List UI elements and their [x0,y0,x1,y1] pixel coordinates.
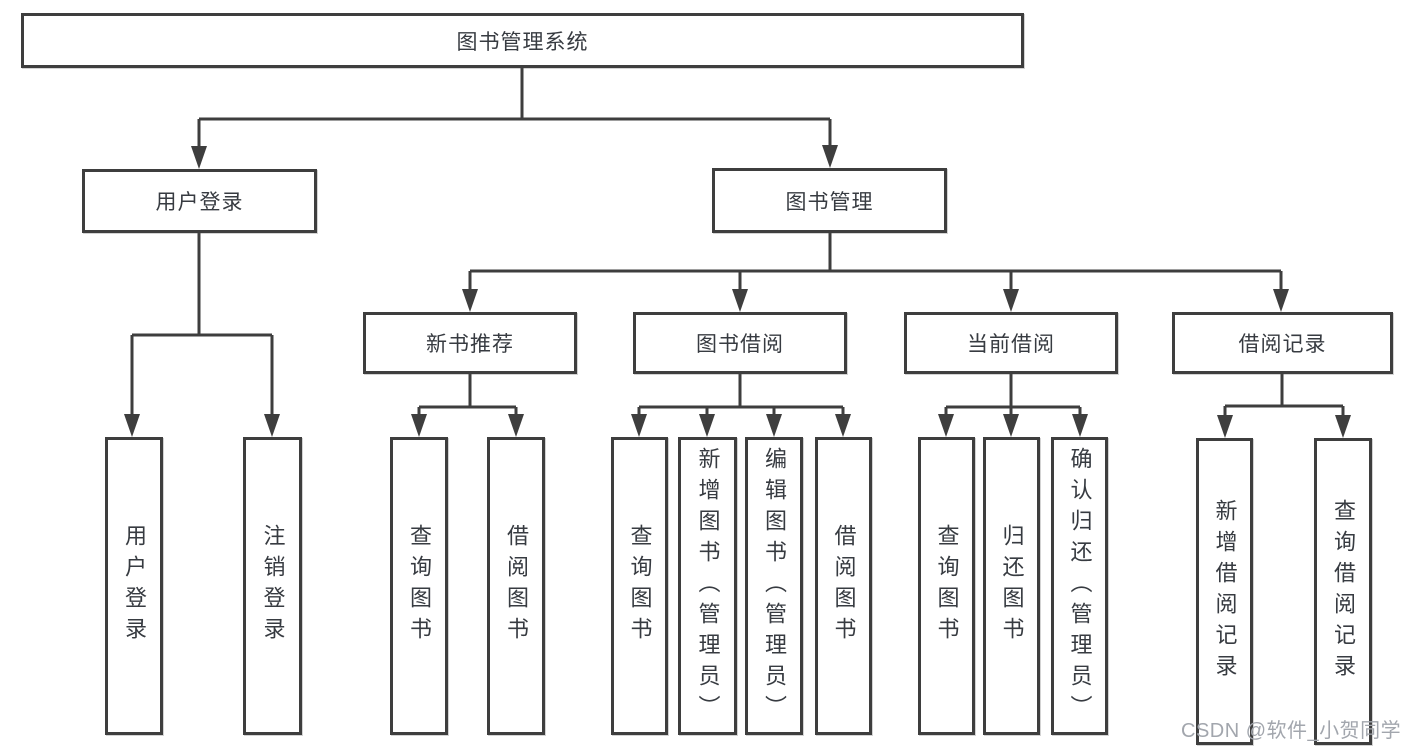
leaf-borrow-books-borrowing: 借阅图书 [815,437,872,735]
node-current-borrowing: 当前借阅 [904,312,1118,374]
leaf-confirm-return-admin: 确认归还（管理员） [1051,437,1108,735]
leaf-return-books-label: 归还图书 [999,524,1025,648]
leaf-user-login: 用户登录 [105,437,163,735]
leaf-logout: 注销登录 [243,437,302,735]
leaf-query-books-current: 查询图书 [918,437,975,735]
leaf-confirm-return-admin-label: 确认归还（管理员） [1067,446,1093,726]
leaf-borrow-books-newbooks-label: 借阅图书 [504,524,529,648]
csdn-watermark: CSDN @软件_小贺同学 [1181,720,1402,742]
leaf-add-borrow-record-label: 新增借阅记录 [1212,498,1238,685]
leaf-query-books-current-label: 查询图书 [934,524,960,648]
leaf-query-borrow-record: 查询借阅记录 [1314,438,1372,745]
root-node-label: 图书管理系统 [456,30,589,54]
root-node-library-management-system: 图书管理系统 [21,13,1024,68]
leaf-query-books-borrowing: 查询图书 [611,437,668,735]
node-user-login-label: 用户登录 [155,191,244,214]
leaf-borrow-books-newbooks: 借阅图书 [487,437,545,735]
leaf-user-login-label: 用户登录 [122,524,147,648]
leaf-query-borrow-record-label: 查询借阅记录 [1331,498,1356,685]
node-borrowing-records: 借阅记录 [1172,312,1393,374]
leaf-query-books-newbooks: 查询图书 [390,437,448,735]
leaf-add-books-admin: 新增图书（管理员） [678,437,737,735]
leaf-query-books-newbooks-label: 查询图书 [407,524,432,648]
leaf-edit-books-admin: 编辑图书（管理员） [745,437,803,735]
leaf-borrow-books-borrowing-label: 借阅图书 [831,524,857,648]
node-current-borrowing-label: 当前借阅 [967,333,1055,356]
node-user-login: 用户登录 [82,169,317,233]
leaf-logout-label: 注销登录 [260,524,286,648]
node-new-book-recommendation: 新书推荐 [363,312,577,374]
node-borrowing-records-label: 借阅记录 [1238,333,1327,356]
leaf-return-books: 归还图书 [983,437,1040,735]
leaf-query-books-borrowing-label: 查询图书 [627,524,653,648]
node-new-book-recommendation-label: 新书推荐 [426,333,514,356]
leaf-add-borrow-record: 新增借阅记录 [1196,438,1253,745]
leaf-add-books-admin-label: 新增图书（管理员） [695,446,721,726]
leaf-edit-books-admin-label: 编辑图书（管理员） [762,446,787,726]
node-book-management-label: 图书管理 [785,190,874,214]
node-book-borrowing: 图书借阅 [633,312,847,374]
node-book-management: 图书管理 [712,168,947,233]
node-book-borrowing-label: 图书借阅 [696,333,784,356]
